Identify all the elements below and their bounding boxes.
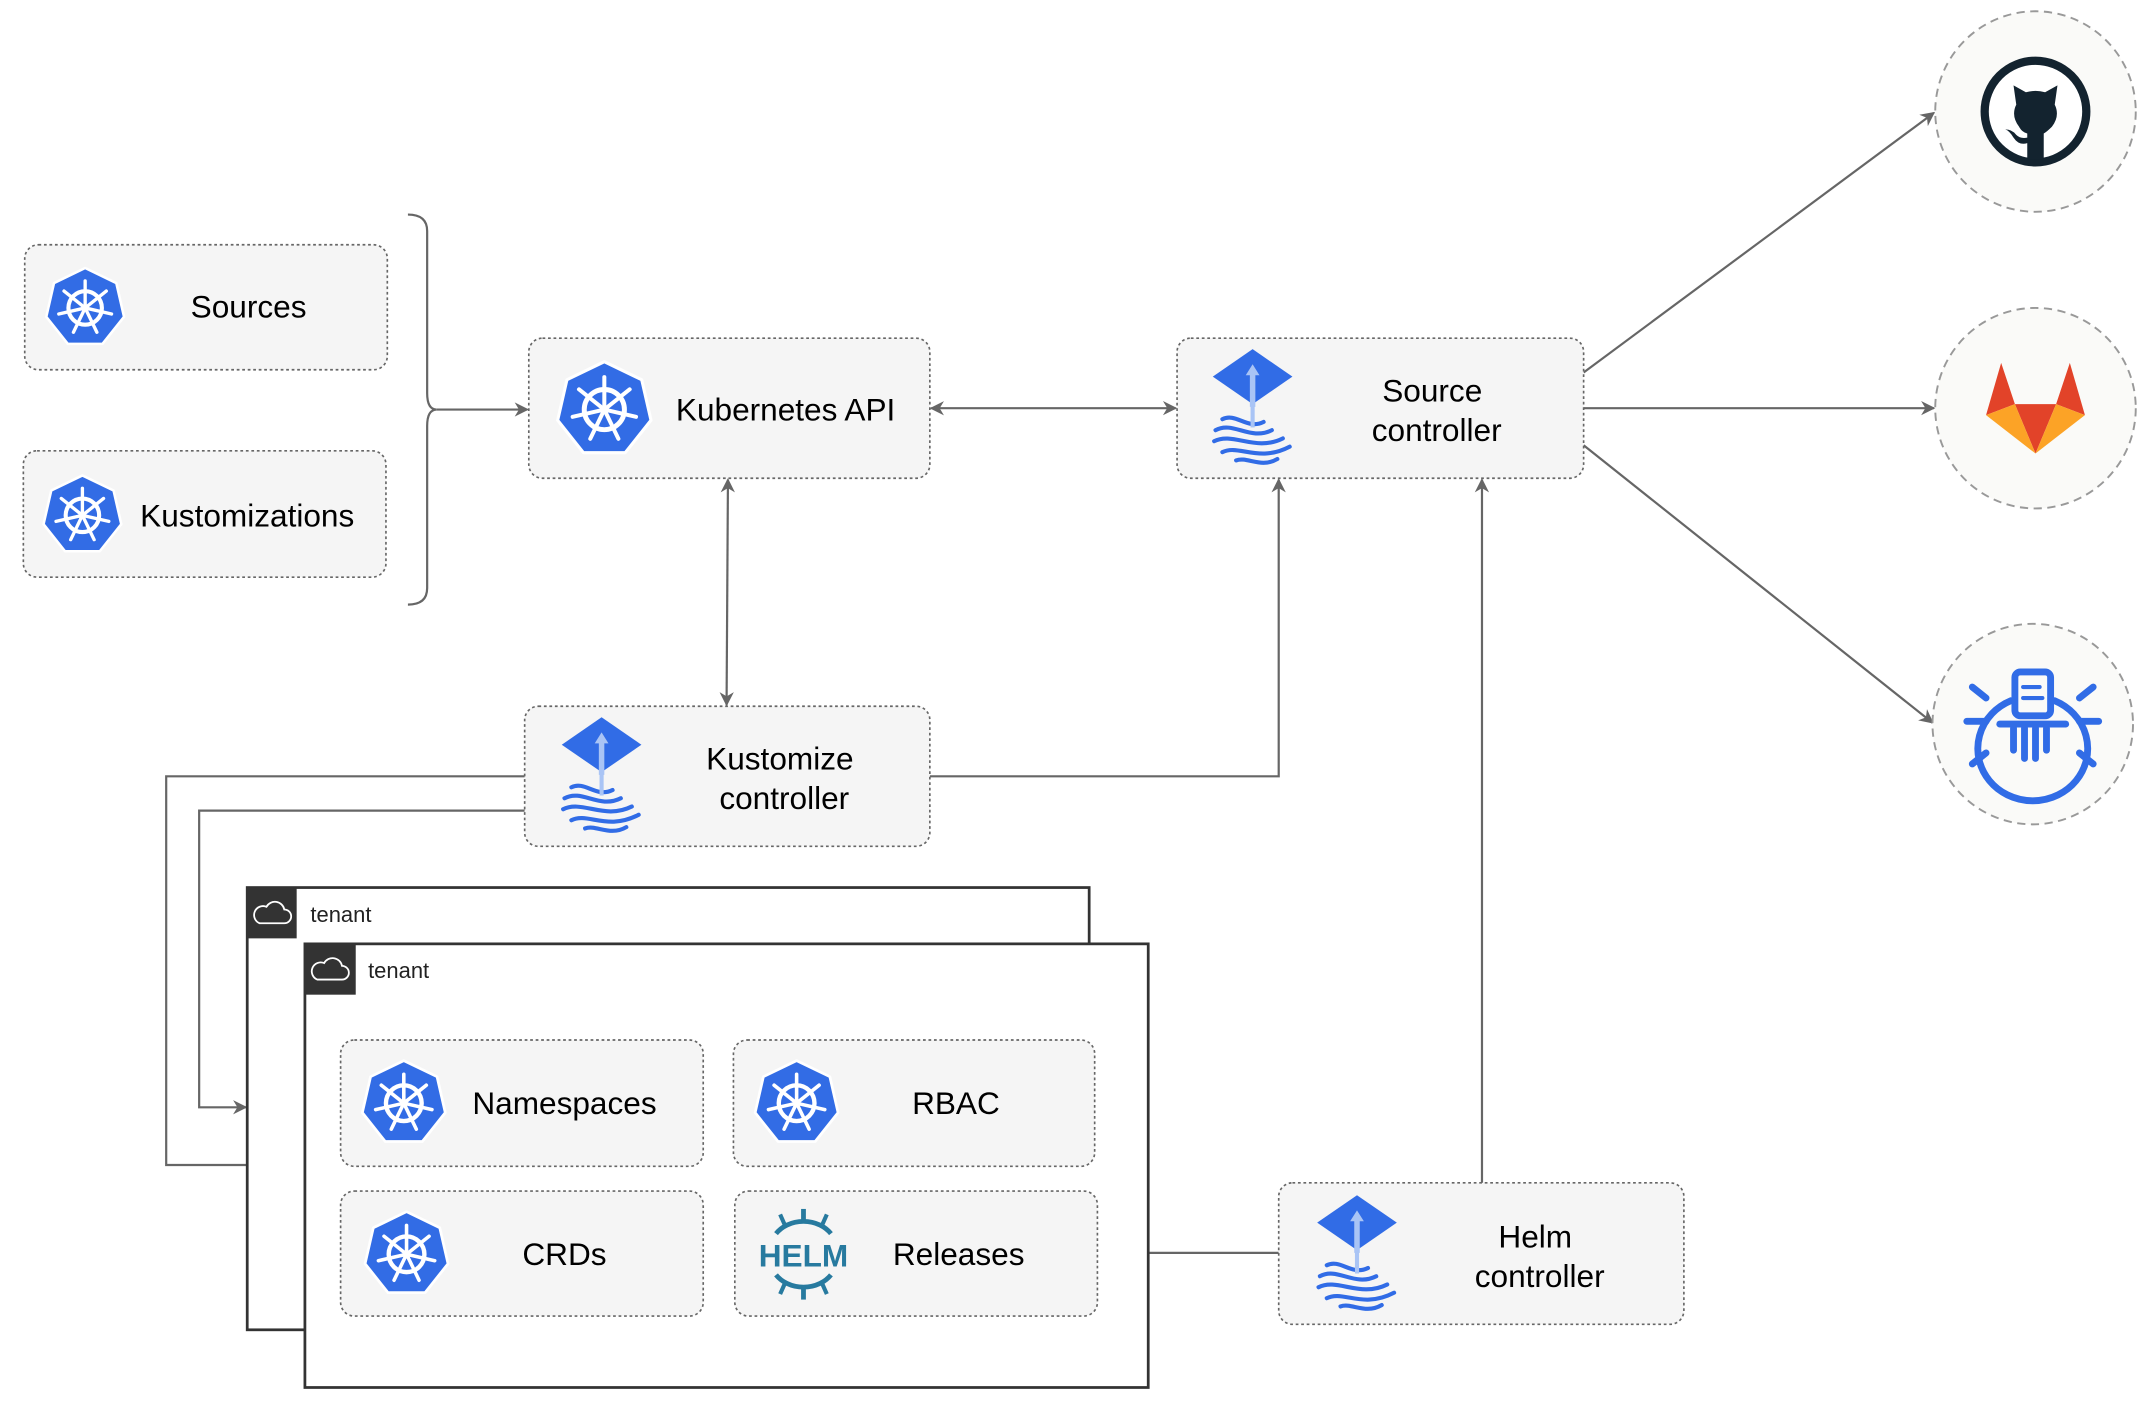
source-controller-label: Source controller bbox=[1372, 372, 1502, 448]
edge-source-to-bucket bbox=[1582, 444, 1934, 724]
releases-label: Releases bbox=[893, 1236, 1025, 1272]
kustomize-controller-label: Kustomize controller bbox=[706, 740, 862, 816]
kustomize-controller-node[interactable]: Kustomize controller bbox=[523, 705, 931, 848]
sources-node[interactable]: Sources bbox=[23, 243, 389, 371]
sources-label: Sources bbox=[191, 289, 307, 325]
namespaces-node[interactable]: Namespaces bbox=[339, 1039, 705, 1168]
kubernetes-api-node[interactable]: Kubernetes API bbox=[527, 337, 931, 480]
helm-controller-node[interactable]: Helm controller bbox=[1277, 1182, 1685, 1326]
cloud-icon bbox=[253, 900, 293, 925]
edge-kubernetes-api-kustomize-controller bbox=[719, 478, 735, 707]
edge-source-to-github bbox=[1582, 111, 1936, 374]
gitlab-source[interactable] bbox=[1934, 306, 2137, 510]
kubernetes-api-label: Kubernetes API bbox=[676, 392, 895, 428]
source-controller-node[interactable]: Source controller bbox=[1176, 337, 1585, 480]
github-icon bbox=[1980, 56, 2091, 167]
crds-label: CRDs bbox=[522, 1236, 606, 1272]
grouping-brace bbox=[407, 213, 437, 606]
rbac-label: RBAC bbox=[912, 1085, 1000, 1121]
github-source[interactable] bbox=[1934, 10, 2137, 213]
bucket-icon bbox=[1963, 668, 2103, 805]
kustomizations-label: Kustomizations bbox=[140, 497, 354, 533]
bucket-source[interactable] bbox=[1931, 622, 2134, 826]
crds-node[interactable]: CRDs bbox=[339, 1190, 705, 1317]
gitlab-icon bbox=[1986, 362, 2085, 454]
edge-kustomize-to-tenant-front bbox=[165, 775, 525, 1173]
helm-controller-label: Helm controller bbox=[1475, 1218, 1605, 1294]
helm-icon: HELM bbox=[759, 1208, 848, 1300]
rbac-node[interactable]: RBAC bbox=[732, 1039, 1096, 1168]
kustomizations-node[interactable]: Kustomizations bbox=[22, 449, 387, 578]
tenant-label: tenant bbox=[368, 958, 429, 983]
releases-node[interactable]: HELM Releases bbox=[733, 1190, 1099, 1317]
edge-kustomize-to-source-controller bbox=[929, 478, 1286, 778]
tenant-label: tenant bbox=[310, 902, 371, 927]
edge-kustomize-to-tenant-back bbox=[198, 809, 525, 1115]
namespaces-label: Namespaces bbox=[472, 1085, 656, 1121]
svg-text:HELM: HELM bbox=[759, 1238, 848, 1274]
cloud-icon bbox=[310, 957, 350, 981]
